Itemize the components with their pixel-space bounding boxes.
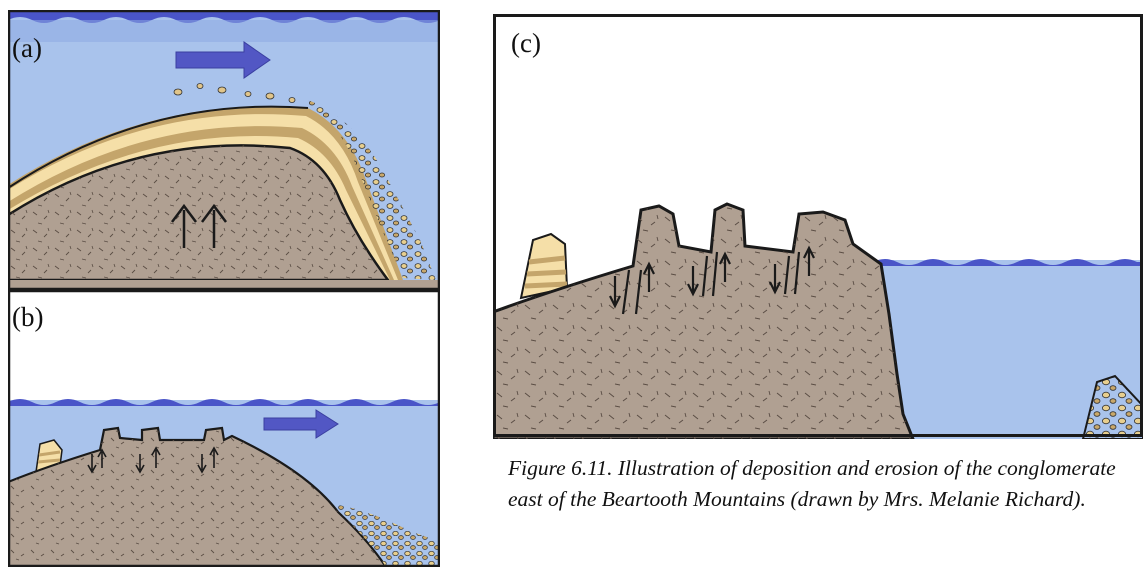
panel-b: (b) [8,290,440,567]
panel-b-label: (b) [12,304,43,331]
panel-b-illustration [8,290,440,567]
panel-a-label: (a) [12,35,42,62]
figure-caption: Figure 6.11. Illustration of deposition … [508,453,1138,515]
panel-c-label: (c) [511,30,541,57]
panel-a: (a) [8,10,440,290]
panel-c-illustration [493,14,1143,439]
panel-a-illustration [8,10,440,290]
panel-c: (c) [493,14,1143,439]
